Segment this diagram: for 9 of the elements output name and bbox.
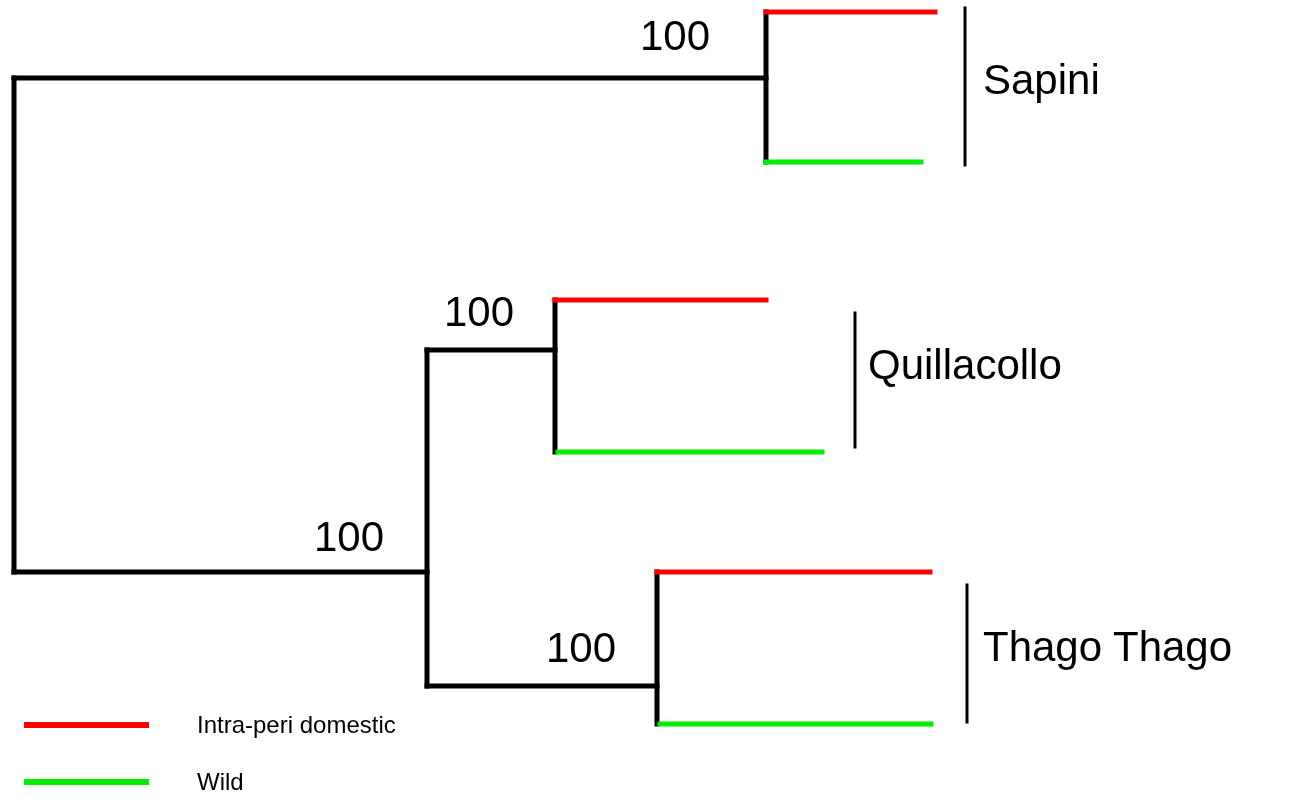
clade-label: Sapini	[983, 59, 1100, 101]
clade-label: Quillacollo	[868, 344, 1062, 386]
support-value: 100	[314, 516, 385, 558]
support-value: 100	[444, 291, 515, 333]
support-value: 100	[640, 15, 711, 57]
support-value: 100	[546, 627, 617, 669]
legend-label: Wild	[197, 770, 244, 794]
clade-label: Thago Thago	[983, 626, 1233, 668]
legend-label: Intra-peri domestic	[197, 713, 396, 737]
